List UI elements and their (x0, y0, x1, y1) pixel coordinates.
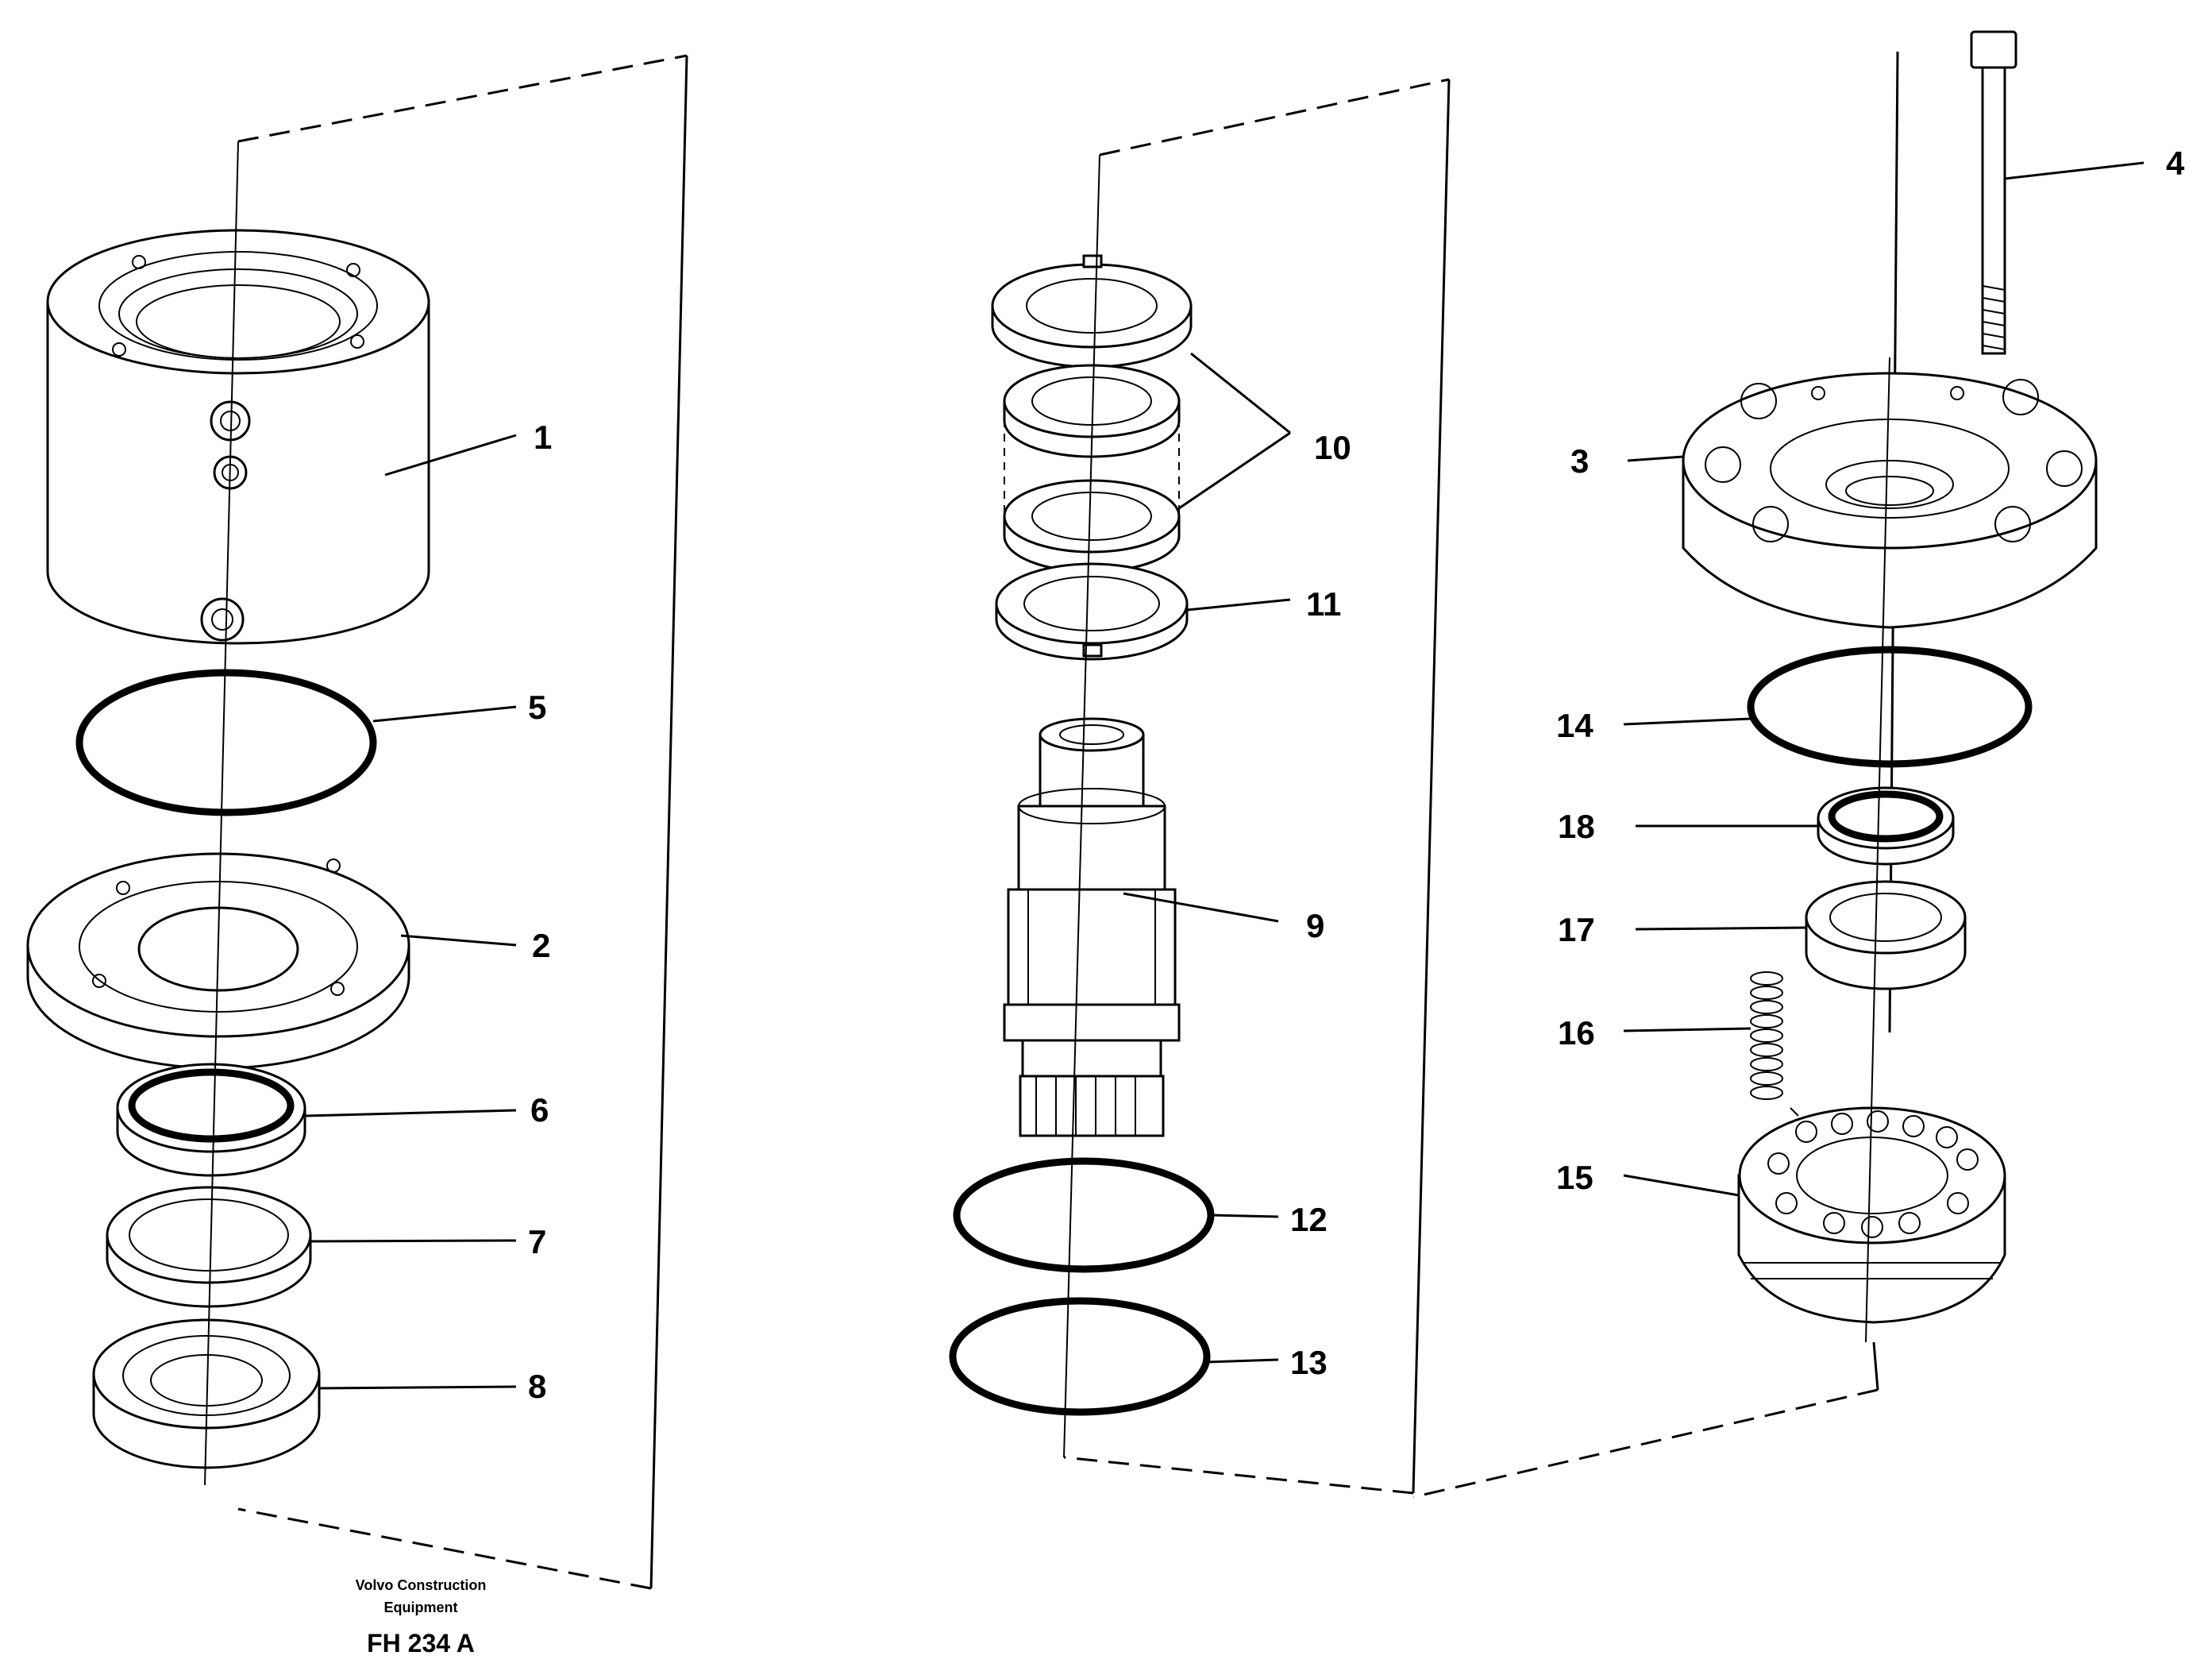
callout-4: 4 (2166, 145, 2185, 182)
axis-right (1865, 357, 1890, 1343)
callout-18: 18 (1558, 808, 1595, 845)
callout-14: 14 (1556, 707, 1593, 744)
callout-13: 13 (1290, 1344, 1328, 1381)
callout-8: 8 (528, 1368, 546, 1405)
part-9-shaft (1003, 717, 1181, 1137)
footer-company-line2: Equipment (384, 1600, 458, 1615)
callout-1: 1 (534, 419, 552, 456)
footer-drawing-code: FH 234 A (367, 1629, 475, 1657)
callout-2: 2 (532, 927, 550, 964)
part-15-piston (1737, 1106, 2006, 1324)
callout-15: 15 (1556, 1159, 1593, 1196)
axis-left (204, 141, 239, 1486)
part-17-bearing (1805, 880, 1967, 990)
part-5-o-ring (75, 669, 377, 816)
part-7-washer (106, 1186, 312, 1308)
part-10-thrust-washers (991, 254, 1193, 573)
part-4-bolt (1970, 30, 2017, 355)
callout-9: 9 (1306, 907, 1324, 944)
callout-5: 5 (528, 689, 546, 726)
callout-6: 6 (530, 1091, 549, 1129)
callout-17: 17 (1558, 911, 1595, 948)
assembly-frame-center (1063, 78, 1451, 1495)
part-11-thrust-plate (995, 562, 1189, 661)
part-12-o-ring (953, 1157, 1215, 1273)
callout-10: 10 (1314, 429, 1351, 466)
assembly-frame-left (237, 54, 688, 1590)
part-16-spring (1750, 971, 1799, 1117)
part-13-o-ring (949, 1297, 1211, 1416)
callout-3: 3 (1570, 442, 1589, 480)
callout-11: 11 (1306, 585, 1341, 623)
part-14-o-ring (1747, 646, 2033, 768)
part-6-seal (116, 1063, 306, 1177)
part-3-flange (1682, 372, 2098, 629)
callout-7: 7 (528, 1223, 546, 1260)
footer-company-line1: Volvo Construction (356, 1577, 487, 1593)
leader-lines (305, 161, 2145, 1390)
callout-16: 16 (1558, 1014, 1595, 1052)
callout-12: 12 (1290, 1201, 1328, 1238)
part-1-housing (46, 229, 430, 645)
axis-center (1063, 154, 1100, 1458)
part-18-seal (1817, 786, 1955, 866)
